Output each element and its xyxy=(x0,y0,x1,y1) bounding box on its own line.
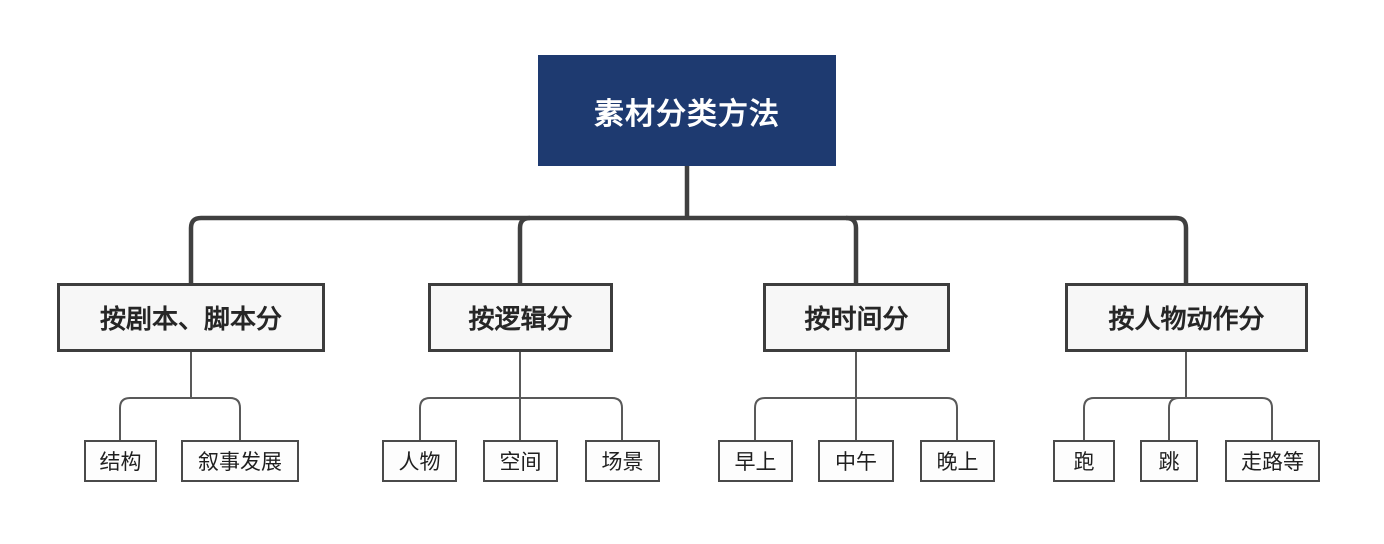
leaf-node-walk[interactable]: 走路等 xyxy=(1225,440,1320,482)
edge-drop-branch2 xyxy=(517,215,531,283)
branch-node-logic[interactable]: 按逻辑分 xyxy=(428,283,613,352)
edge-drop-branch3 xyxy=(845,215,859,283)
edge-group4-middle-drop xyxy=(1168,397,1180,440)
leaf-node-jump[interactable]: 跳 xyxy=(1140,440,1198,482)
branch-node-script[interactable]: 按剧本、脚本分 xyxy=(57,283,325,352)
edge-group2-bus xyxy=(419,397,623,440)
leaf-node-noon[interactable]: 中午 xyxy=(818,440,894,482)
leaf-node-narrative[interactable]: 叙事发展 xyxy=(181,440,299,482)
leaf-node-morning[interactable]: 早上 xyxy=(718,440,793,482)
branch-node-time[interactable]: 按时间分 xyxy=(763,283,950,352)
root-node[interactable]: 素材分类方法 xyxy=(538,55,836,166)
edge-group4-bus xyxy=(1083,397,1273,440)
leaf-node-run[interactable]: 跑 xyxy=(1053,440,1115,482)
edge-level1-bus xyxy=(188,215,1189,283)
edge-group1-bus xyxy=(119,397,241,440)
edge-group3-bus xyxy=(754,397,958,440)
leaf-node-structure[interactable]: 结构 xyxy=(84,440,157,482)
leaf-node-evening[interactable]: 晚上 xyxy=(920,440,995,482)
leaf-node-scene[interactable]: 场景 xyxy=(585,440,660,482)
branch-node-action[interactable]: 按人物动作分 xyxy=(1065,283,1308,352)
leaf-node-space[interactable]: 空间 xyxy=(483,440,558,482)
leaf-node-character[interactable]: 人物 xyxy=(382,440,457,482)
